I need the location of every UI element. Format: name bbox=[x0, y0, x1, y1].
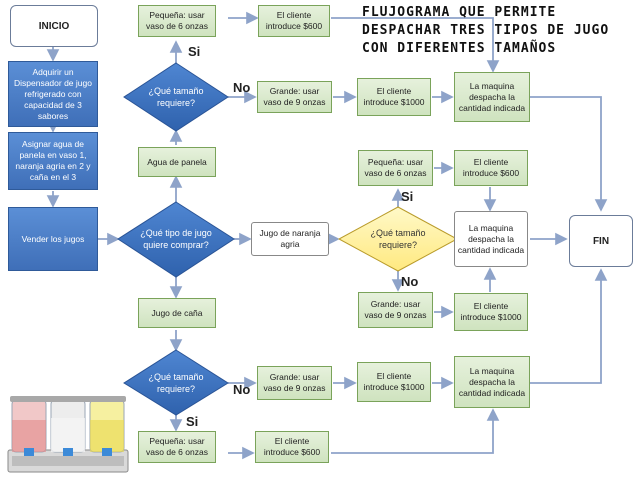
main-decision-diamond bbox=[117, 201, 235, 278]
yes-label-top: Si bbox=[188, 44, 201, 59]
pay-1000-mid: El cliente introduce $1000 bbox=[454, 293, 528, 331]
size-decision-bottom bbox=[123, 349, 229, 416]
pay-600-top: El cliente introduce $600 bbox=[258, 5, 330, 37]
pay-1000-bottom: El cliente introduce $1000 bbox=[357, 362, 431, 402]
pay-600-bottom: El cliente introduce $600 bbox=[255, 431, 329, 463]
end-node: FIN bbox=[569, 215, 633, 267]
juice-dispenser-image bbox=[7, 396, 129, 473]
size-decision-mid bbox=[337, 206, 459, 272]
dispense-mid: La maquina despacha la cantidad indicada bbox=[454, 211, 528, 267]
pay-600-mid: El cliente introduce $600 bbox=[454, 150, 528, 186]
yes-label-bottom: Si bbox=[186, 414, 199, 429]
pay-1000-top: El cliente introduce $1000 bbox=[357, 78, 431, 116]
step-acquire-dispenser: Adquirir un Dispensador de jugo refriger… bbox=[8, 61, 98, 127]
size-question-bottom: ¿Qué tamaño requiere? bbox=[148, 372, 204, 394]
no-label-top: No bbox=[233, 80, 251, 95]
size-question-mid: ¿Qué tamaño requiere? bbox=[370, 228, 426, 250]
main-question: ¿Qué tipo de jugo quiere comprar? bbox=[140, 228, 212, 250]
branch-naranja-agria: Jugo de naranja agria bbox=[251, 222, 329, 256]
dispense-bottom: La maquina despacha la cantidad indicada bbox=[454, 356, 530, 408]
branch-jugo-cana: Jugo de caña bbox=[138, 298, 216, 328]
step-assign-flavors: Asignar agua de panela en vaso 1, naranj… bbox=[8, 132, 98, 190]
large-cup-mid: Grande: usar vaso de 9 onzas bbox=[358, 292, 433, 328]
dispense-top: La maquina despacha la cantidad indicada bbox=[454, 72, 530, 122]
step-sell-juices: Vender los jugos bbox=[8, 207, 98, 271]
large-cup-bottom: Grande: usar vaso de 9 onzas bbox=[257, 366, 332, 400]
small-cup-mid: Pequeña: usar vaso de 6 onzas bbox=[358, 150, 433, 186]
yes-label-mid: Si bbox=[401, 189, 414, 204]
size-question-top: ¿Qué tamaño requiere? bbox=[148, 86, 204, 108]
no-label-mid: No bbox=[401, 274, 419, 289]
start-node: INICIO bbox=[10, 5, 98, 47]
small-cup-bottom: Pequeña: usar vaso de 6 onzas bbox=[138, 431, 216, 463]
size-decision-top bbox=[123, 62, 229, 132]
small-cup-top: Pequeña: usar vaso de 6 onzas bbox=[138, 5, 216, 37]
branch-agua-panela: Agua de panela bbox=[138, 147, 216, 177]
diagram-title: FLUJOGRAMA QUE PERMITE DESPACHAR TRES TI… bbox=[362, 5, 610, 56]
large-cup-top: Grande: usar vaso de 9 onzas bbox=[257, 81, 332, 113]
no-label-bottom: No bbox=[233, 382, 251, 397]
